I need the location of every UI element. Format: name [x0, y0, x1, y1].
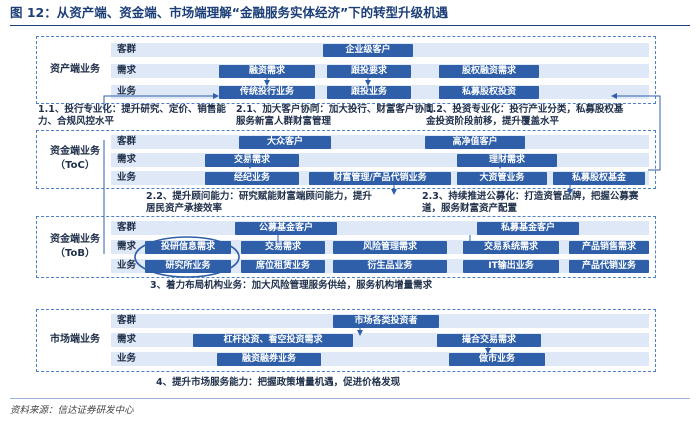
tob-section: 资金端业务 （ToB） 客群 需求 业务 公募基金客户 私募基金客户 投研信息需…: [36, 216, 656, 278]
market-business-label: 业务: [117, 353, 137, 364]
tob-customer-label: 客群: [117, 222, 137, 233]
box-mass-client: 大众客户: [239, 136, 331, 149]
toc-demand-label: 需求: [117, 154, 137, 165]
box-product-distribution: 产品代销业务: [569, 260, 649, 273]
box-equity-financing-demand: 股权融资需求: [439, 65, 539, 78]
tob-section-label: 资金端业务 （ToB）: [50, 234, 100, 259]
box-private-fund-client: 私募基金客户: [477, 222, 579, 235]
toc-business-label: 业务: [117, 172, 137, 183]
box-coinvest-requirement: 跟投要求: [327, 65, 411, 78]
market-section: 市场端业务 客群 需求 业务 市场各类投资者 杠杆投资、看空投资需求 撮合交易需…: [36, 309, 656, 372]
market-business-row: [111, 352, 649, 366]
box-public-fund-client: 公募基金客户: [235, 222, 337, 235]
box-private-equity: 私募股权投资: [439, 86, 539, 99]
tob-demand-label: 需求: [117, 241, 137, 252]
asset-business-label: 业务: [117, 86, 137, 97]
box-matching-demand: 撮合交易需求: [437, 334, 541, 347]
box-it-output: IT输出业务: [463, 260, 559, 273]
note-2-1: 2.1、加大客户协同：加大投行、财富客户协同 服务新富人群财富管理: [236, 104, 434, 127]
box-enterprise-client: 企业级客户: [323, 44, 413, 57]
note-1-1: 1.1、投行专业化：提升研究、定价、销售能 力、合规风控水平: [38, 104, 226, 127]
box-coinvest-business: 跟投业务: [327, 86, 411, 99]
figure-title: 图 12：从资产端、资金端、市场端理解“金融服务实体经济”下的转型升级机遇: [10, 4, 690, 26]
box-seat-leasing: 席位租赁业务: [241, 260, 325, 273]
toc-section: 资金端业务 （ToC） 客群 需求 业务 大众客户 高净值客户 交易需求 理财需…: [36, 130, 656, 189]
asset-demand-label: 需求: [117, 65, 137, 76]
box-brokerage: 经纪业务: [205, 172, 299, 185]
asset-section: 资产端业务 客群 需求 业务 企业级客户 融资需求 跟投要求 股权融资需求 传统…: [36, 36, 656, 104]
toc-demand-row: [111, 153, 649, 167]
market-section-label: 市场端业务: [50, 334, 100, 345]
box-wealth-management: 财富管理/产品代销业务: [309, 172, 451, 185]
note-1-2: 1.2、投资专业化：投行产业分类，私募股权基 金投资阶段前移，提升覆盖水平: [426, 104, 624, 127]
box-market-investors: 市场各类投资者: [333, 315, 439, 328]
source-note: 资料来源：信达证券研发中心: [10, 398, 690, 416]
box-leverage-short-demand: 杠杆投资、看空投资需求: [193, 334, 353, 347]
box-trading-system-demand: 交易系统需求: [463, 241, 559, 254]
box-hnw-client: 高净值客户: [425, 136, 525, 149]
toc-customer-label: 客群: [117, 136, 137, 147]
box-derivatives: 衍生品业务: [333, 260, 447, 273]
box-research-business: 研究所业务: [145, 260, 231, 273]
market-demand-row: [111, 333, 649, 347]
note-3: 3、着力布局机构业务：加大风险管理服务供给，服务机构增量需求: [150, 280, 433, 291]
box-trading-demand-tob: 交易需求: [241, 241, 325, 254]
note-2-3: 2.3、持续推进公募化：打造资管品牌，把握公募赛 道，服务财富资产配置: [422, 191, 639, 214]
asset-section-label: 资产端业务: [50, 64, 100, 75]
asset-customer-label: 客群: [117, 44, 137, 55]
box-trading-demand-toc: 交易需求: [205, 154, 299, 167]
market-demand-label: 需求: [117, 334, 137, 345]
box-financing-demand: 融资需求: [219, 65, 315, 78]
box-margin-trading: 融资融券业务: [217, 353, 321, 366]
box-traditional-ib: 传统投行业务: [219, 86, 315, 99]
box-product-sales-demand: 产品销售需求: [569, 241, 649, 254]
note-4: 4、提升市场服务能力：把握政策增量机遇，促进价格发现: [156, 377, 401, 388]
box-pe-fund: 私募股权基金: [553, 172, 645, 185]
toc-customer-row: [111, 135, 649, 149]
box-wealth-demand: 理财需求: [457, 154, 557, 167]
box-asset-management: 大资管业务: [457, 172, 547, 185]
box-risk-management-demand: 风险管理需求: [333, 241, 447, 254]
market-customer-label: 客群: [117, 315, 137, 326]
note-2-2: 2.2、提升顾问能力：研究赋能财富端顾问能力，提升 居民资产承接效率: [146, 191, 372, 214]
box-market-making: 做市业务: [449, 353, 545, 366]
toc-section-label: 资金端业务 （ToC）: [50, 146, 100, 171]
box-research-demand: 投研信息需求: [145, 241, 231, 254]
tob-business-label: 业务: [117, 260, 137, 271]
